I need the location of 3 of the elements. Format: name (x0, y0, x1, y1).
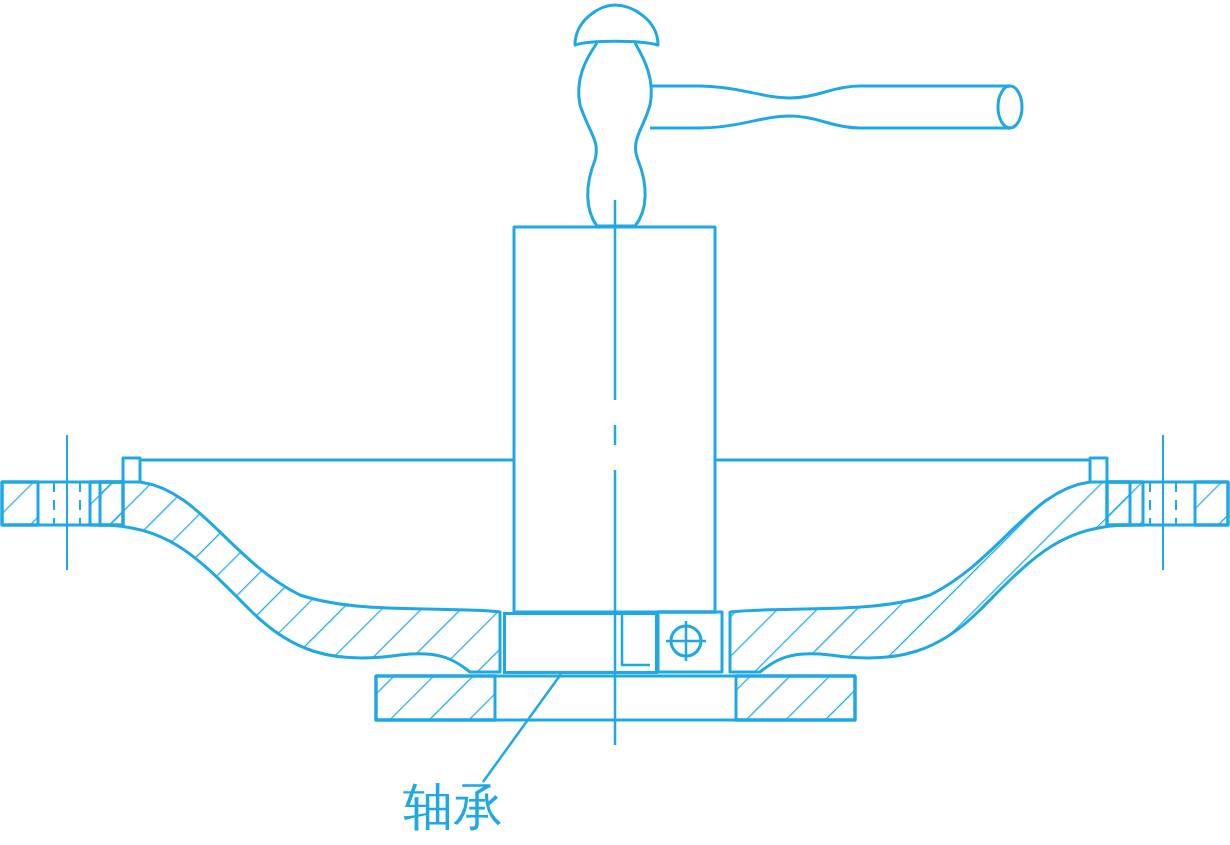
leader-line (482, 673, 562, 783)
part-label: 轴承 (403, 778, 503, 836)
bearing-sleeve (503, 612, 658, 674)
